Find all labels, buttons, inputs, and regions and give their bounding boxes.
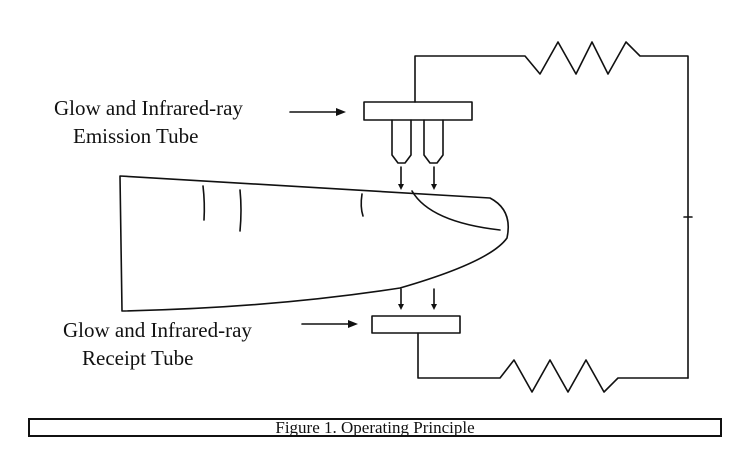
receipt-tube-body: [371, 315, 461, 334]
receipt-label-line1: Glow and Infrared-ray: [63, 318, 252, 342]
circuit-wire-top: [414, 41, 689, 379]
emitter-right: [423, 119, 444, 164]
emission-tube-body: [363, 101, 473, 121]
emitter-left: [391, 119, 412, 164]
receipt-pointer-arrow: [301, 320, 358, 328]
figure-caption: Figure 1. Operating Principle: [275, 418, 475, 437]
figure-caption-box: Figure 1. Operating Principle: [28, 418, 722, 437]
emission-pointer-arrow: [289, 108, 346, 116]
finger-outline: [119, 175, 509, 312]
emission-label-line1: Glow and Infrared-ray: [54, 96, 243, 120]
knuckle-crease-1: [202, 185, 206, 221]
receipt-label-line2: Receipt Tube: [82, 346, 194, 370]
emitted-light-rays: [398, 166, 437, 190]
fingernail: [411, 190, 501, 231]
circuit-wire-bottom: [417, 332, 689, 393]
emission-label-line2: Emission Tube: [73, 124, 199, 148]
received-light-rays: [398, 288, 437, 310]
knuckle-crease-3: [360, 193, 364, 217]
knuckle-crease-2: [239, 189, 242, 232]
